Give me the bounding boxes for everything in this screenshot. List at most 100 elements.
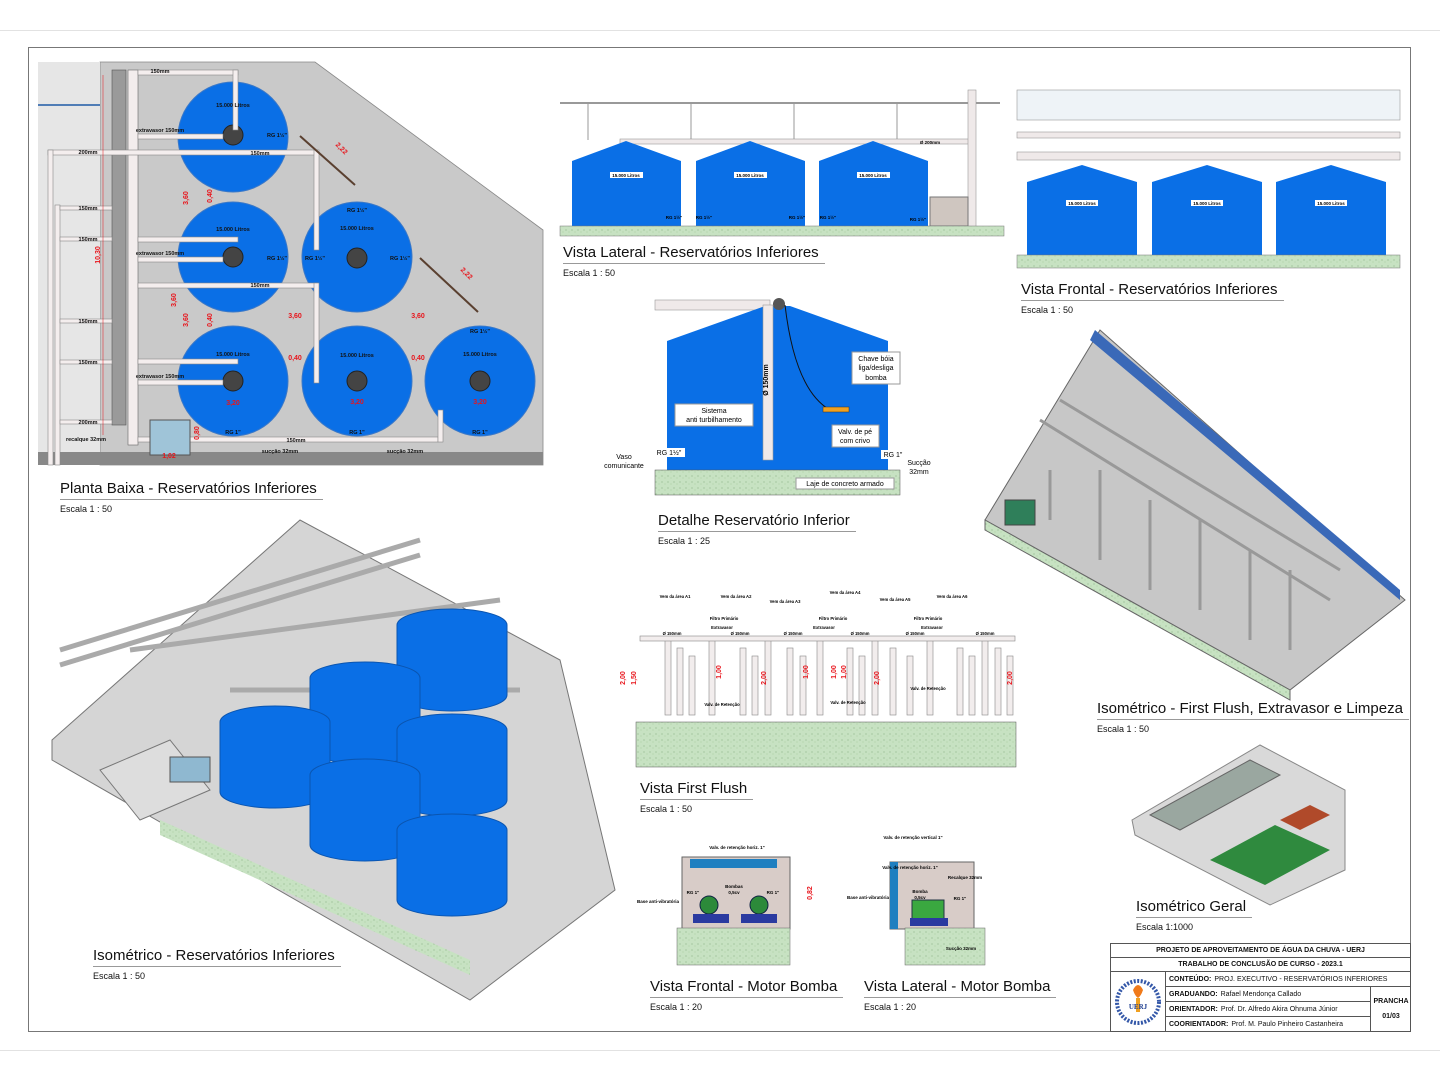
callout-text: Vaso: [616, 454, 632, 461]
sheet-bottom-line: [0, 1050, 1440, 1051]
planta-baixa-drawing: 15.000 Litros 15.000 Litros 15.000 Litro…: [38, 61, 544, 466]
callout-text: Laje de concreto armado: [806, 481, 884, 488]
callout-text: Vem da área A6: [937, 594, 968, 599]
coadvisor-value: Prof. M. Paulo Pinheiro Castanheira: [1231, 1020, 1344, 1028]
callout-text: Vem da área A5: [880, 597, 911, 602]
valve-label: RG 1½": [267, 255, 287, 262]
view-title: Vista First Flush: [640, 780, 754, 800]
view-title: Isométrico Geral: [1136, 898, 1253, 918]
logo-text: UERJ: [1129, 1003, 1148, 1011]
coadvisor-row: COORIENTADOR:Prof. M. Paulo Pinheiro Cas…: [1165, 1017, 1370, 1031]
pipe-label: Ø 150mm: [851, 631, 870, 636]
dim-label: 0,40: [288, 355, 302, 362]
first-flush-pipe: [739, 647, 747, 716]
callout-text: Valv. de Retenção: [910, 686, 946, 691]
pipe-label: 150mm: [251, 151, 270, 157]
pipe-label: Ø 150mm: [906, 631, 925, 636]
callout-text: comunicante: [604, 463, 644, 470]
callout-text: Extravasor: [813, 625, 835, 630]
first-flush-pipe: [981, 639, 989, 716]
valve-label: RG 1": [954, 896, 967, 901]
vista-lateral-drawing: 15.000 Litros 15.000 Litros 15.000 Litro…: [559, 89, 1005, 237]
advisor-value: Prof. Dr. Alfredo Akira Ohnuma Júnior: [1220, 1005, 1338, 1013]
pipe-label: 200mm: [79, 420, 98, 426]
callout-text: anti turbilhamento: [686, 417, 742, 424]
first-flush-pipe: [926, 639, 934, 716]
view-scale: Escala 1 : 50: [1021, 305, 1074, 315]
dim-label: 3,20: [473, 399, 487, 406]
uerj-logo: UERJ: [1115, 976, 1161, 1028]
dim-label: 1,00: [841, 665, 848, 679]
sheet-label: PRANCHA: [1373, 998, 1409, 1005]
view-title: Vista Lateral - Reservatórios Inferiores: [563, 244, 825, 264]
callout-text: Bombas: [725, 884, 743, 889]
callout-text: Bomba: [912, 889, 928, 894]
dim-label: 0,40: [207, 313, 214, 327]
pipe-label: Ø 150mm: [731, 631, 750, 636]
dim-label: 0,40: [207, 189, 214, 203]
callout-text: 0,5cv: [914, 895, 926, 900]
callout-text: Vem da área A1: [660, 594, 691, 599]
dim-label: 1,02: [162, 453, 176, 460]
view-title-vista-lateral: Vista Lateral - Reservatórios Inferiores…: [563, 244, 825, 278]
view-scale: Escala 1:1000: [1136, 922, 1194, 932]
first-flush-header-pipe: [639, 635, 1016, 642]
project-title: PROJETO DE APROVEITAMENTO DE ÁGUA DA CHU…: [1111, 944, 1410, 958]
callout-text: Valv. de retenção vertical 1": [883, 835, 942, 840]
pipe-label: sucção 32mm: [387, 449, 423, 455]
pipe-label: sucção 32mm: [262, 449, 298, 455]
dim-label: 0,82: [807, 886, 814, 900]
pipe-label: Ø 150mm: [784, 631, 803, 636]
view-title: Planta Baixa - Reservatórios Inferiores: [60, 480, 323, 500]
drawing-sheet-border: [28, 47, 1411, 1032]
callout-text: Recalque 32mm: [948, 875, 982, 880]
valve-label: RG 1": [884, 452, 903, 459]
callout-text: Base anti-vibratória: [637, 899, 680, 904]
callout-text: liga/desliga: [858, 365, 893, 372]
sheet-number: 01/03: [1382, 1013, 1400, 1020]
frontal-bomba-drawing: Valv. de retenção horiz. 1" Bombas 0,5cv…: [637, 845, 814, 966]
sheet-top-line: [0, 30, 1440, 31]
callout-text: Extravasor: [921, 625, 943, 630]
first-flush-pipe: [858, 655, 866, 716]
view-title: Isométrico - Reservatórios Inferiores: [93, 947, 341, 967]
view-scale: Escala 1 : 50: [1097, 724, 1150, 734]
dim-label: 3,20: [350, 399, 364, 406]
view-scale: Escala 1 : 25: [658, 536, 711, 546]
lateral-bomba-drawing: Valv. de retenção vertical 1" Valv. de r…: [847, 835, 986, 966]
dim-label: 10,30: [95, 246, 102, 264]
dim-label: 1,00: [831, 665, 838, 679]
valve-label: RG 1": [687, 890, 700, 895]
first-flush-pipe: [816, 639, 824, 716]
callout-text: Extravasor: [711, 625, 733, 630]
coadvisor-label: COORIENTADOR:: [1169, 1020, 1229, 1028]
callout-text: Chave bóia: [858, 356, 894, 363]
pipe-label: 150mm: [287, 438, 306, 444]
advisor-label: ORIENTADOR:: [1169, 1005, 1218, 1013]
pipe-label: 150mm: [79, 206, 98, 212]
tank-label: 15.000 Litros: [463, 352, 497, 358]
first-flush-pipe: [664, 639, 672, 716]
tank-label: 15.000 Litros: [340, 353, 374, 359]
dim-label: 3,60: [183, 313, 190, 327]
pipe-label: 150mm: [79, 237, 98, 243]
content-label: CONTEÚDO:: [1169, 975, 1212, 983]
callout-text: Filtro Primário: [710, 616, 739, 621]
callout-text: Valv. de retenção horiz. 1": [709, 845, 765, 850]
pipe-label: Ø 150mm: [763, 364, 770, 396]
tank-label: 15.000 Litros: [216, 227, 250, 233]
isometrico-geral-drawing: [1131, 744, 1346, 906]
pipe-label: Ø 150mm: [663, 631, 682, 636]
first-flush-pipe: [968, 655, 976, 716]
dim-label: 2,00: [620, 671, 627, 685]
view-scale: Escala 1 : 50: [60, 504, 113, 514]
callout-text: Vem da área A3: [770, 599, 801, 604]
dim-label: 1,50: [631, 671, 638, 685]
tank-label: 15.000 Litros: [216, 352, 250, 358]
view-title: Detalhe Reservatório Inferior: [658, 512, 856, 532]
callout-text: Vem da área A2: [721, 594, 752, 599]
valve-label: RG 1½": [470, 328, 490, 335]
